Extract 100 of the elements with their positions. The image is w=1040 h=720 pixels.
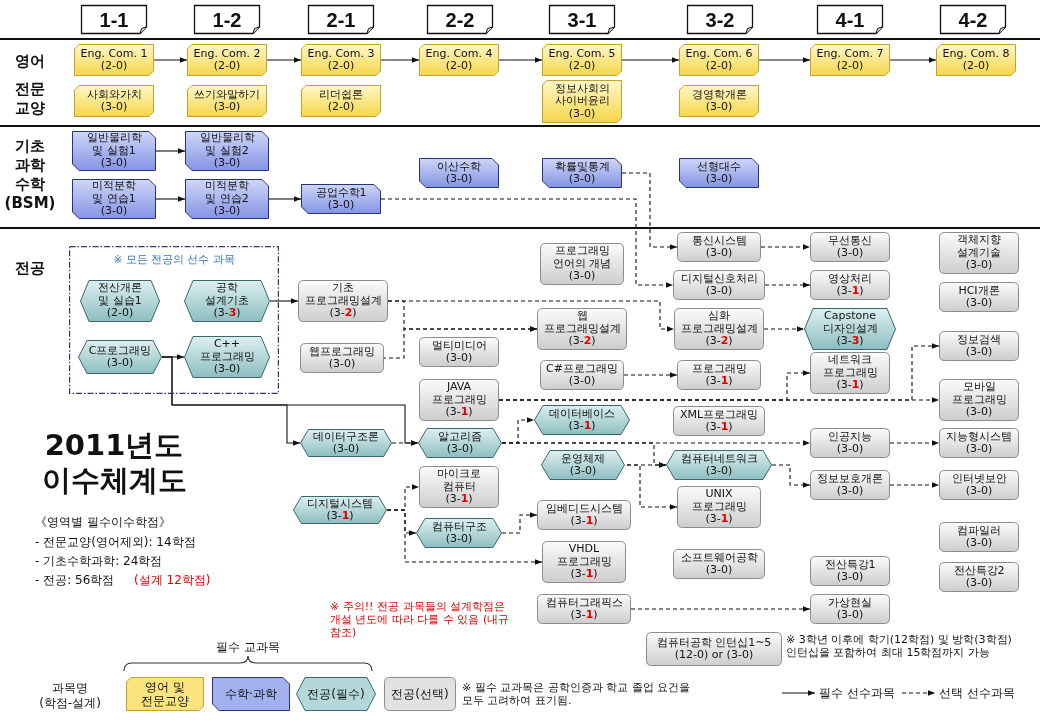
required-major-hexagon: C프로그래밍 (3-0) — [78, 340, 162, 374]
elective-major-course-box: 컴퓨터그래픽스 (3-1) — [537, 594, 631, 624]
prerequisite-group-frame — [69, 246, 279, 394]
elective-major-course-box: 인공지능 (3-0) — [810, 428, 890, 458]
liberal-arts-course-box: Eng. Com. 3 (2-0) — [301, 44, 381, 76]
liberal-arts-course-box: Eng. Com. 8 (2-0) — [936, 44, 1016, 76]
footnote-text: ※ 필수 교과목은 공학인증과 학교 졸업 요건을 모두 고려하여 표기됨. — [462, 681, 692, 707]
elective-major-course-box: 전산특강1 (3-0) — [810, 556, 890, 586]
elective-major-course-box: 무선통신 (3-0) — [810, 232, 890, 262]
elective-major-course-box: 영상처리 (3-1) — [810, 270, 890, 300]
math-science-course-box: 일반물리학 및 실험2 (3-0) — [185, 131, 269, 171]
elective-major-course-box: 프로그래밍 언어의 개념 (3-0) — [540, 243, 624, 285]
elective-major-course-box: 프로그래밍 (3-1) — [677, 360, 761, 390]
solid-arrow — [153, 57, 188, 63]
liberal-arts-course-box: 쓰기와말하기 (3-0) — [187, 85, 267, 117]
math-science-course-box: 일반물리학 및 실험1 (3-0) — [72, 131, 156, 171]
dashed-arrow — [623, 372, 678, 378]
required-major-hexagon: C++ 프로그래밍 (3-0) — [184, 336, 270, 378]
elective-major-course-box: 정보보호개론 (3-0) — [810, 470, 890, 500]
dashed-arrow — [760, 244, 811, 250]
requirement-item: - 전문교양(영어제외): 14학점 — [35, 535, 196, 550]
solid-arrow — [155, 148, 186, 154]
dashed-arrow — [391, 440, 419, 446]
dashed-arrow — [380, 198, 674, 288]
semester-header-box: 2-2 — [427, 5, 493, 34]
dashed-arrow — [764, 282, 811, 288]
legend-key: 수학·과학 — [212, 677, 290, 711]
elective-major-course-box: 기초 프로그래밍설계 (3-2) — [298, 280, 388, 322]
row-label: 전문 교양 — [14, 80, 46, 118]
elective-major-course-box: 컴퓨터공학 인턴십1~5 (12-0) or (3-0) — [646, 632, 782, 666]
elective-major-course-box: 네트워크 프로그래밍 (3-1) — [810, 352, 890, 394]
liberal-arts-course-box: 사회와가치 (3-0) — [74, 85, 154, 117]
required-major-hexagon: 컴퓨터네트워크 (3-0) — [666, 450, 772, 480]
note-text: ※ 3학년 이후에 학기(12학점) 및 방학(3학점) 인턴십을 포함하여 최대 15학점까지 가능 — [786, 633, 1013, 659]
liberal-arts-course-box: Eng. Com. 4 (2-0) — [419, 44, 499, 76]
elective-major-course-box: 웹프로그래밍 (3-0) — [300, 343, 384, 373]
elective-major-course-box: 전산특강2 (3-0) — [939, 562, 1019, 592]
elective-major-course-box: 심화 프로그래밍설계 (3-2) — [674, 308, 764, 350]
legend-key: 전공(선택) — [384, 677, 456, 711]
requirement-item: - 전공: 56학점 — [35, 573, 115, 588]
semester-header-box: 1-2 — [194, 5, 260, 34]
liberal-arts-course-box: Eng. Com. 7 (2-0) — [810, 44, 890, 76]
math-science-course-box: 미적분학 및 연습1 (3-0) — [72, 179, 156, 219]
required-major-hexagon: 알고리즘 (3-0) — [418, 428, 502, 458]
elective-major-course-box: 통신시스템 (3-0) — [677, 232, 761, 262]
elective-major-course-box: XML프로그래밍 (3-1) — [673, 406, 765, 436]
required-major-hexagon: 공학 설계기초 (3-3) — [184, 280, 270, 322]
semester-header-box: 3-2 — [687, 5, 753, 34]
elective-major-course-box: 인터넷보안 (3-0) — [939, 470, 1019, 500]
required-major-hexagon: 데이터구조론 (3-0) — [300, 429, 392, 457]
elective-major-course-box: 임베디드시스템 (3-1) — [537, 500, 631, 530]
bracket-label: 필수 교과목 — [216, 640, 280, 655]
solid-arrow — [161, 356, 419, 446]
group-title: ※ 모든 전공의 선수 과목 — [113, 253, 235, 266]
row-label: 전공 — [14, 259, 46, 278]
legend-key: 전공(필수) — [296, 677, 376, 711]
semester-header-box: 4-1 — [817, 5, 883, 34]
required-major-hexagon: 데이터베이스 (3-1) — [534, 405, 630, 435]
semester-header-box: 2-1 — [308, 5, 374, 34]
elective-major-course-box: 멀티미디어 (3-0) — [419, 337, 499, 367]
dashed-arrow — [889, 482, 940, 488]
solid-arrow — [268, 196, 302, 202]
math-science-course-box: 선형대수 (3-0) — [679, 158, 759, 188]
dashed-arrow — [630, 606, 811, 612]
dashed-arrow — [387, 300, 675, 332]
dashed-arrow — [621, 172, 678, 250]
elective-major-course-box: 객체지향 설계기술 (3-0) — [939, 232, 1019, 274]
elective-major-course-box: 컴파일러 (3-0) — [939, 522, 1019, 552]
elective-major-course-box: 마이크로 컴퓨터 (3-1) — [419, 466, 499, 508]
solid-arrow — [380, 57, 420, 63]
math-science-course-box: 미적분학 및 연습2 (3-0) — [185, 179, 269, 219]
legend-label: 필수 선수과목 — [819, 686, 895, 701]
dashed-arrow — [763, 326, 805, 332]
legend-key: 영어 및 전문교양 — [126, 677, 204, 711]
solid-arrow — [266, 57, 302, 63]
semester-header-box: 4-2 — [940, 5, 1006, 34]
solid-arrow — [269, 298, 299, 304]
diagram-title: 2011년도 이수체계도 — [40, 428, 188, 498]
elective-major-course-box: 지능형시스템 (3-0) — [939, 428, 1019, 458]
solid-arrow — [621, 57, 680, 63]
solid-arrow — [758, 57, 811, 63]
required-major-hexagon: 운영체제 (3-0) — [541, 450, 625, 480]
caution-note: ※ 주의!! 전공 과목들의 설계학점은 개설 년도에 따라 다를 수 있음 (내규 참조) — [330, 600, 510, 639]
dashed-arrow — [501, 512, 538, 534]
elective-major-course-box: C#프로그래밍 (3-0) — [540, 360, 624, 390]
required-major-hexagon: Capstone 디자인설계 (3-3) — [804, 308, 896, 350]
liberal-arts-course-box: 리더쉽론 (2-0) — [301, 85, 381, 117]
required-major-hexagon: 전산개론 및 실습1 (2-0) — [80, 280, 160, 322]
semester-header-box: 3-1 — [549, 5, 615, 34]
liberal-arts-course-box: 정보사회의 사이버윤리 (3-0) — [542, 80, 622, 123]
solid-arrow — [155, 196, 186, 202]
elective-major-course-box: 소프트웨어공학 (3-0) — [673, 549, 765, 579]
liberal-arts-course-box: Eng. Com. 1 (2-0) — [74, 44, 154, 76]
math-science-course-box: 공업수학1 (3-0) — [301, 184, 381, 214]
elective-major-course-box: 디지털신호처리 (3-0) — [673, 270, 765, 300]
elective-major-course-box: JAVA 프로그래밍 (3-1) — [419, 379, 499, 421]
row-label: 기초 과학 수학 (BSM) — [4, 137, 56, 213]
liberal-arts-course-box: Eng. Com. 5 (2-0) — [542, 44, 622, 76]
requirement-item: - 기초수학과학: 24학점 — [35, 554, 163, 569]
dashed-arrow — [386, 509, 543, 565]
